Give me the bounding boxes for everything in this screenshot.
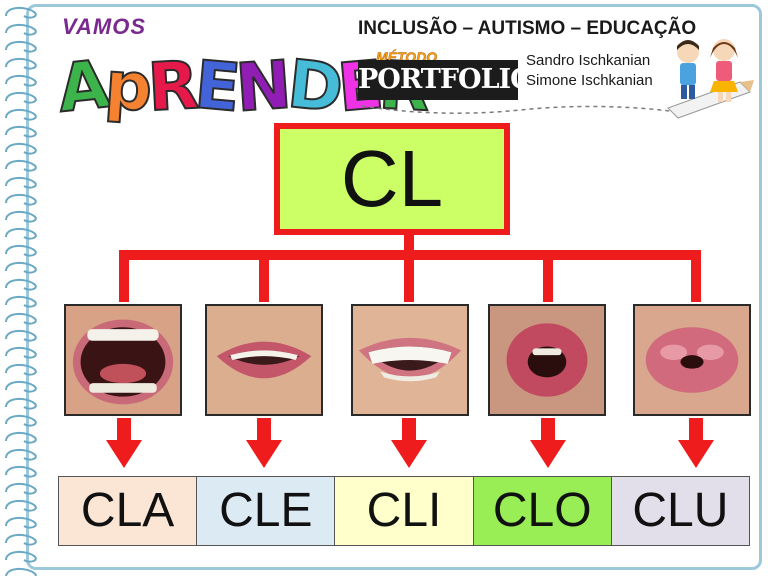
vamos-label: VAMOS [62,14,147,39]
author-name: Sandro Ischkanian [526,52,651,69]
tagline: INCLUSÃO – AUTISMO – EDUCAÇÃO [358,18,697,39]
syllable-row: CLA CLE CLI CLO CLU [58,476,750,546]
syllable-cell: CLI [335,477,474,545]
author-name: Simone Ischkanian [526,72,653,89]
spiral-binding-icon [0,0,44,576]
children-illustration-icon [660,36,756,122]
dashed-line-decoration [361,105,679,114]
syllable-cell: CLE [197,477,336,545]
syllable-cell: CLU [611,477,750,545]
mouth-wide-grin-icon [351,304,469,416]
mouth-round-icon [488,304,606,416]
mouth-smile-icon [205,304,323,416]
syllable-cell: CLO [473,477,612,545]
syllable-cell: CLA [59,477,198,545]
mouth-pucker-icon [633,304,751,416]
notebook-frame [26,4,762,570]
portfolio-logo: PORTFOLIO [358,60,534,100]
mouth-open-wide-icon [64,304,182,416]
digraph-title-box: CL [274,123,510,235]
